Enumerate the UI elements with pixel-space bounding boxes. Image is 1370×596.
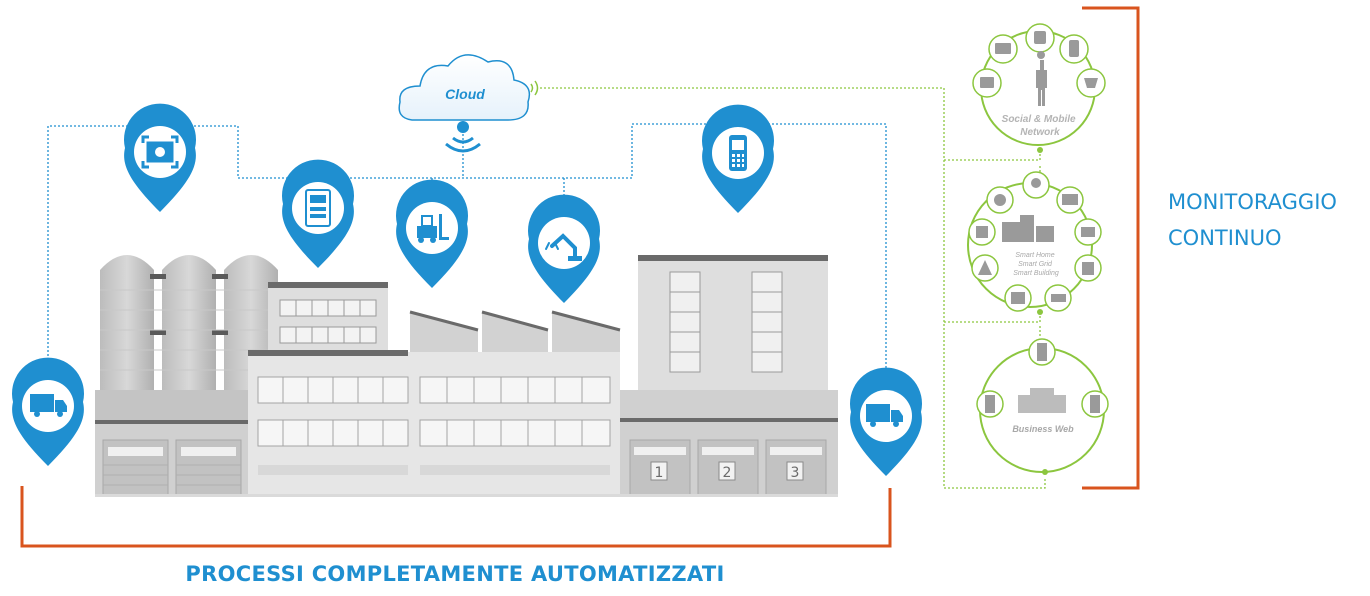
- factory: 1 2 3: [95, 255, 838, 497]
- green-connectors: [540, 87, 1046, 489]
- control-cabinet-icon: [305, 189, 331, 227]
- business-web-label: Business Web: [1012, 424, 1074, 434]
- marker-control-cabinet: [281, 159, 355, 268]
- smart-home-label-line1: Smart Home: [1015, 252, 1054, 259]
- right-bracket: [1082, 6, 1140, 490]
- continuous-monitoring-caption-line2: CONTINUO: [1168, 226, 1282, 250]
- smart-home-label: Smart Home Smart Grid Smart Building: [1013, 252, 1059, 277]
- marker-robot-arm: [528, 194, 600, 303]
- continuous-monitoring-caption-line1: MONITORAGGIO: [1168, 190, 1337, 214]
- business-web-network: Business Web: [976, 338, 1109, 475]
- bay-number-2: 2: [723, 465, 732, 481]
- forklift-icon: [417, 214, 449, 243]
- handheld-scanner-icon: [729, 135, 747, 171]
- wifi-icon: [445, 121, 481, 153]
- social-mobile-network: Social & Mobile Network: [972, 23, 1106, 153]
- cloud: Cloud: [398, 54, 539, 153]
- truck-icon: [866, 404, 903, 427]
- bottom-bracket: [20, 486, 892, 548]
- smart-home-label-line2: Smart Grid: [1018, 261, 1053, 268]
- social-mobile-label-line2: Network: [1020, 127, 1060, 138]
- social-mobile-label: Social & Mobile Network: [1002, 114, 1079, 138]
- marker-truck-left: [12, 357, 85, 466]
- marker-handheld-scanner: [702, 104, 774, 213]
- marker-truck-right: [849, 367, 922, 476]
- signal-icon: [530, 80, 539, 96]
- bay-number-1: 1: [655, 465, 664, 481]
- bay-number-3: 3: [791, 465, 800, 481]
- social-mobile-label-line1: Social & Mobile: [1002, 114, 1076, 125]
- truck-icon: [30, 394, 67, 417]
- robot-arm-icon: [545, 233, 582, 261]
- marker-forklift: [396, 179, 468, 288]
- marker-camera-scanner: [124, 103, 196, 212]
- camera-scanner-icon: [141, 135, 179, 169]
- automated-processes-caption: PROCESSI COMPLETAMENTE AUTOMATIZZATI: [185, 562, 725, 586]
- smart-home-label-line3: Smart Building: [1013, 270, 1059, 277]
- cloud-label: Cloud: [445, 86, 485, 102]
- smart-home-network: Smart Home Smart Grid Smart Building: [967, 171, 1102, 315]
